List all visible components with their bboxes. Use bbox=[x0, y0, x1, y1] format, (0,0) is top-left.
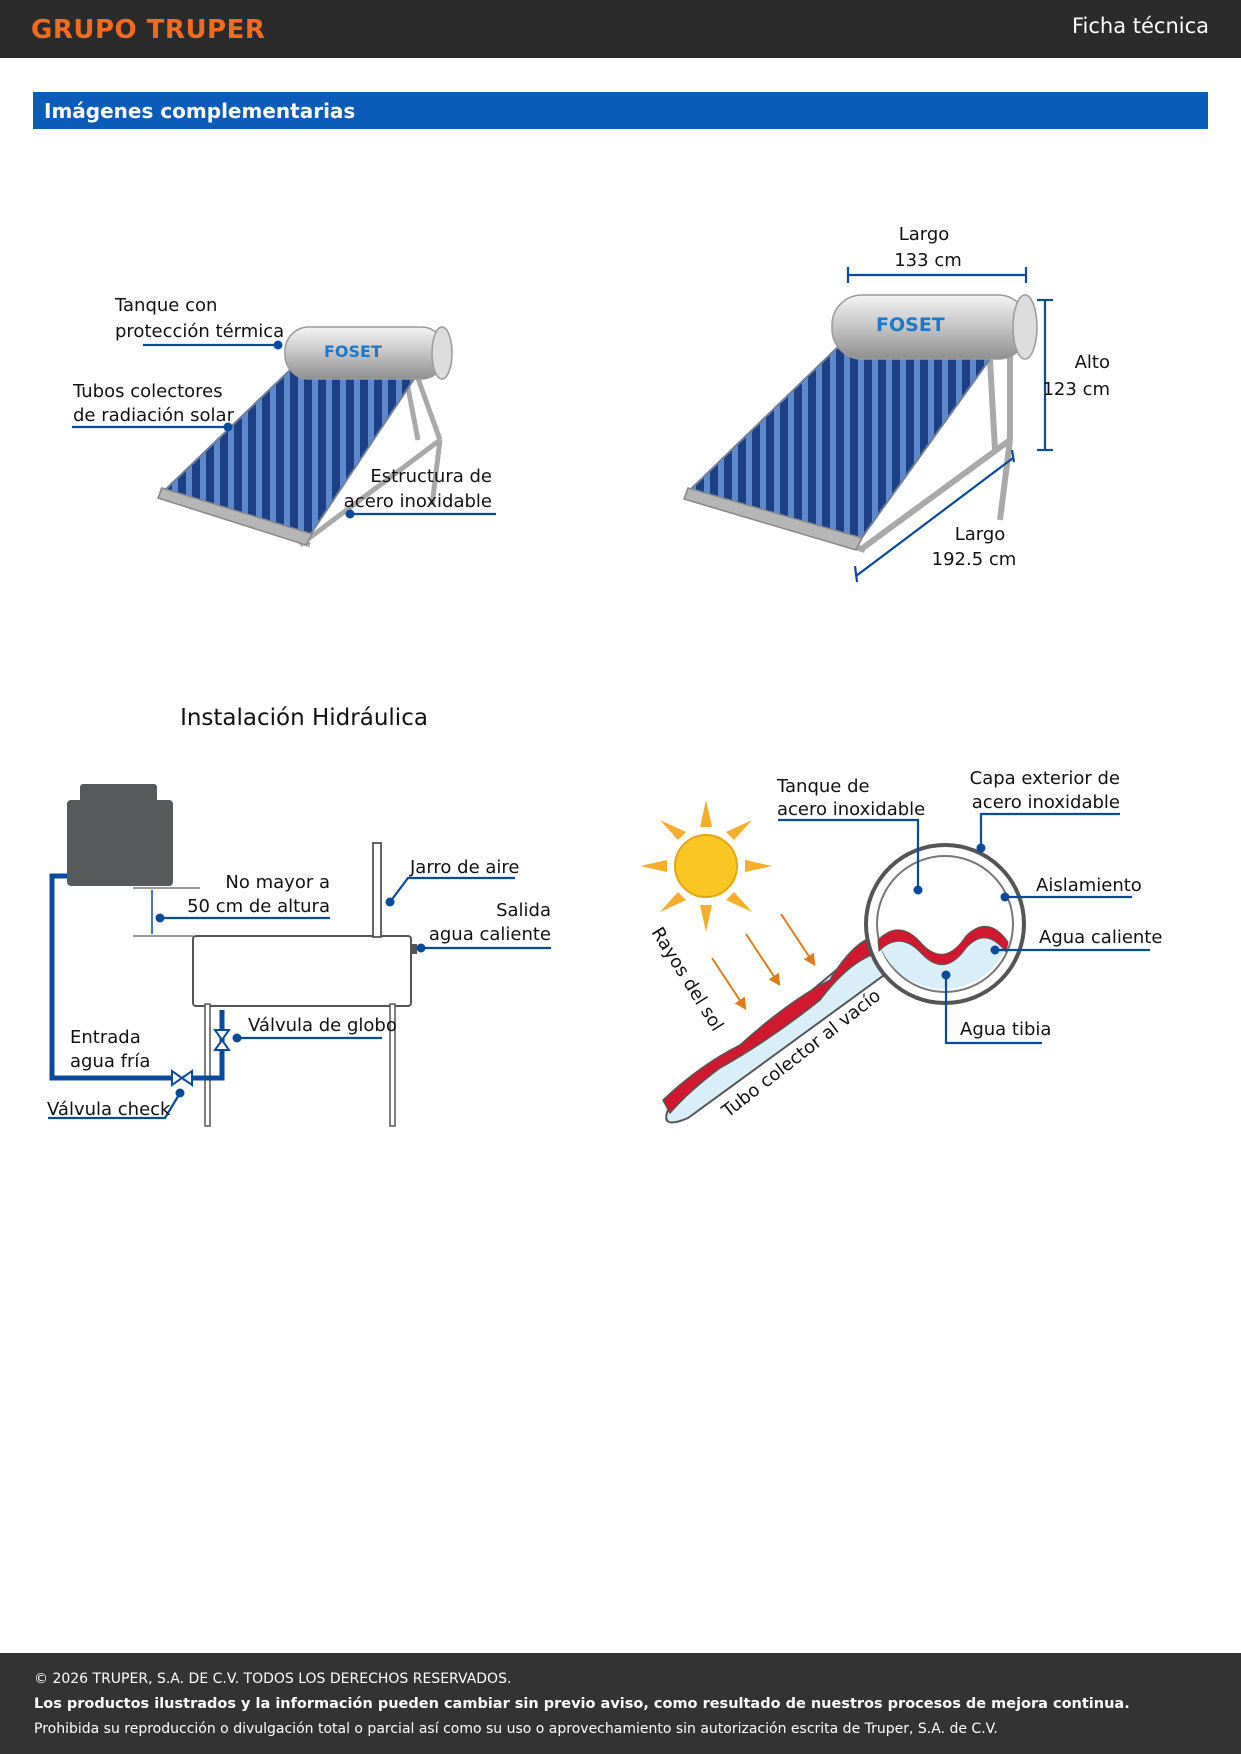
water-reservoir-icon bbox=[67, 784, 173, 886]
cold-water-pipe bbox=[49, 873, 172, 1081]
air-jar-label: Jarro de aire bbox=[409, 857, 520, 878]
inner-tank-label-line1: Tanque de bbox=[776, 776, 870, 797]
insulation-label: Aislamiento bbox=[1036, 875, 1142, 896]
footer-legal: Prohibida su reproducción o divulgación … bbox=[34, 1721, 998, 1737]
inlet-label-line1: Entrada bbox=[70, 1027, 141, 1048]
heater-illustration-large: FOSET bbox=[683, 294, 1038, 553]
leader-outer-layer bbox=[979, 812, 1120, 848]
air-jar-pipe bbox=[372, 842, 382, 938]
sun-rays-label: Rayos del sol bbox=[647, 924, 728, 1036]
heater-illustration: FOSET bbox=[157, 326, 453, 548]
storage-tank-outline bbox=[192, 935, 412, 1007]
callout-frame-line1: Estructura de bbox=[370, 466, 492, 487]
globe-valve-label: Válvula de globo bbox=[248, 1015, 397, 1036]
callout-tubes-line1: Tubos colectores bbox=[72, 381, 223, 402]
height-note-line1: No mayor a bbox=[225, 872, 330, 893]
outer-layer-label-line2: acero inoxidable bbox=[972, 792, 1120, 813]
check-valve-label: Válvula check bbox=[47, 1099, 171, 1120]
hot-water-label: Agua caliente bbox=[1039, 927, 1162, 948]
leader-inner-tank bbox=[778, 818, 920, 890]
brand-logo: GRUPO TRUPER bbox=[31, 15, 266, 45]
outlet-label-line2: agua caliente bbox=[429, 924, 551, 945]
hydraulic-installation-figure: Instalación Hidráulica bbox=[47, 705, 551, 1127]
figures-canvas: FOSET Tanque con protección térmica Tubo… bbox=[47, 224, 1162, 1127]
vacuum-tube-figure: Tanque de acero inoxidable Capa exterior… bbox=[640, 768, 1162, 1124]
dimensions-figure: FOSET Largo 133 cm Alto 123 cm Largo 192… bbox=[683, 224, 1110, 583]
page-footer: © 2026 TRUPER, S.A. DE C.V. TODOS LOS DE… bbox=[0, 1653, 1241, 1754]
height-value: 123 cm bbox=[1042, 379, 1110, 400]
section-title: Imágenes complementarias bbox=[44, 99, 356, 123]
inner-tank-label-line2: acero inoxidable bbox=[777, 799, 925, 820]
leader-warm-water bbox=[944, 975, 1042, 1045]
collector-tube-illustration bbox=[662, 843, 1026, 1124]
callout-frame-line2: acero inoxidable bbox=[344, 491, 492, 512]
height-note-line2: 50 cm de altura bbox=[187, 896, 330, 917]
globe-valve-icon bbox=[213, 1029, 231, 1051]
callout-tank-line1: Tanque con bbox=[114, 295, 217, 316]
hydraulic-title: Instalación Hidráulica bbox=[180, 705, 428, 731]
width-value: 133 cm bbox=[894, 250, 962, 271]
callout-tubes-line2: de radiación solar bbox=[73, 405, 235, 426]
inlet-label-line2: agua fría bbox=[70, 1051, 150, 1072]
warm-water-label: Agua tibia bbox=[960, 1019, 1051, 1040]
length-value: 192.5 cm bbox=[932, 549, 1017, 570]
leader-air-jar bbox=[389, 876, 515, 903]
product-callout-figure: FOSET Tanque con protección térmica Tubo… bbox=[72, 295, 496, 548]
callout-tank-line2: protección térmica bbox=[115, 321, 284, 342]
brand-mark-small: FOSET bbox=[324, 342, 382, 361]
sun-icon bbox=[640, 800, 772, 932]
section-header: Imágenes complementarias bbox=[33, 92, 1208, 129]
footer-notice: Los productos ilustrados y la informació… bbox=[34, 1696, 1130, 1712]
outer-layer-label-line1: Capa exterior de bbox=[970, 768, 1120, 789]
leader-check-valve bbox=[48, 1092, 181, 1120]
brand-mark-large: FOSET bbox=[876, 314, 945, 336]
outlet-label-line1: Salida bbox=[496, 900, 551, 921]
check-valve-icon bbox=[171, 1069, 193, 1087]
width-label: Largo bbox=[899, 224, 950, 245]
feed-pipe bbox=[183, 1010, 225, 1081]
footer-copyright: © 2026 TRUPER, S.A. DE C.V. TODOS LOS DE… bbox=[34, 1671, 512, 1687]
doc-type-label: Ficha técnica bbox=[1071, 14, 1209, 38]
length-label: Largo bbox=[955, 524, 1006, 545]
height-label: Alto bbox=[1075, 352, 1110, 373]
page-header: GRUPO TRUPER Ficha técnica bbox=[0, 0, 1241, 58]
dimension-line-length bbox=[855, 457, 1014, 577]
